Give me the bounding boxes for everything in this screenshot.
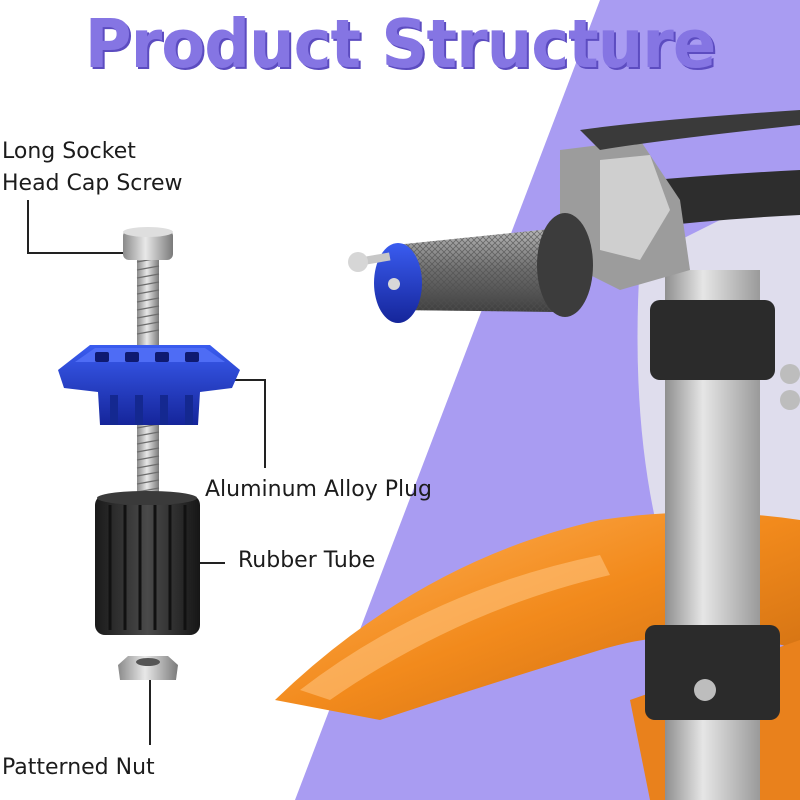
screw-head <box>123 230 173 260</box>
screw-head-top <box>123 227 173 237</box>
fork-clamp-bottom <box>645 625 780 720</box>
installed-bar-end-screw <box>388 278 400 290</box>
patterned-nut <box>118 656 178 680</box>
rubber-tube-top <box>97 491 197 505</box>
label-aluminum-alloy-plug: Aluminum Alloy Plug <box>205 477 432 502</box>
fork-clamp-top <box>650 300 775 380</box>
plug-cutouts <box>95 352 199 362</box>
lever-ball <box>348 252 368 272</box>
clamp-bolt-3 <box>694 679 716 701</box>
rubber-tube <box>95 495 200 635</box>
clamp-bolt-2 <box>780 390 800 410</box>
label-screw-line2: Head Cap Screw <box>2 171 183 196</box>
leader-plug <box>208 379 266 468</box>
rubber-ribs <box>108 505 187 630</box>
nut-hole <box>136 658 160 666</box>
label-patterned-nut: Patterned Nut <box>2 755 155 780</box>
clamp-bolt-1 <box>780 364 800 384</box>
leader-screw <box>27 200 150 254</box>
grip-flange <box>537 213 593 317</box>
label-screw-line1: Long Socket <box>2 139 136 164</box>
aluminum-plug <box>58 345 240 425</box>
plug-ribs <box>110 395 193 425</box>
page-title: Product Structure <box>84 6 717 84</box>
label-rubber-tube: Rubber Tube <box>238 548 376 573</box>
label-long-socket-head-cap-screw: Long Socket Head Cap Screw <box>2 136 182 200</box>
brake-lever <box>580 110 800 150</box>
fender-highlight <box>300 555 610 700</box>
throttle-housing-shade <box>600 155 670 260</box>
